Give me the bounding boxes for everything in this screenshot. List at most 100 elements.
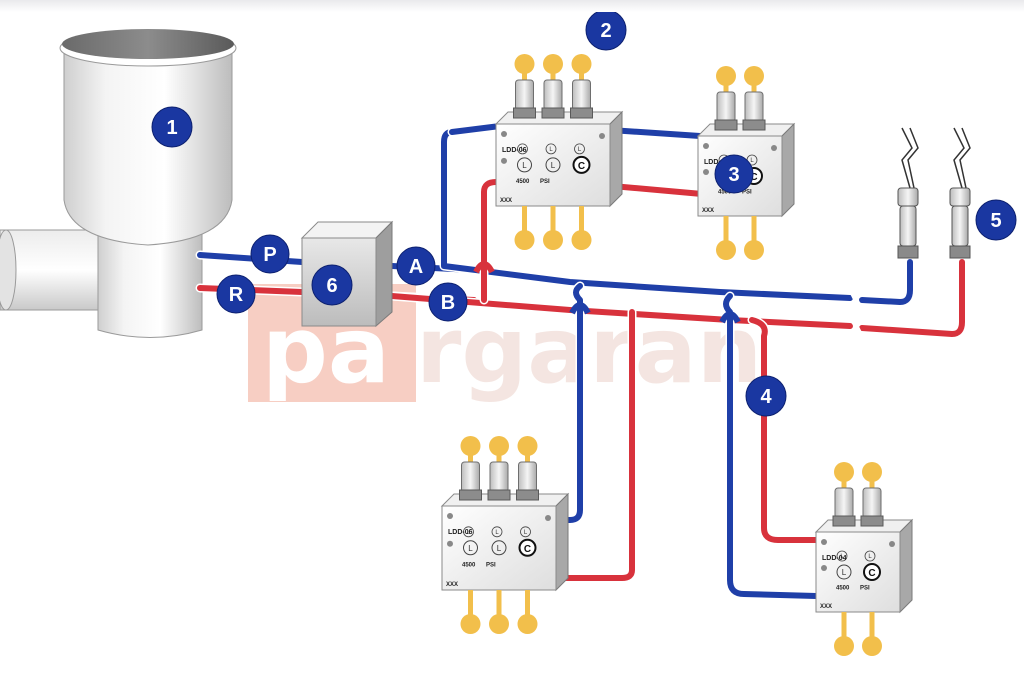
screw bbox=[771, 145, 777, 151]
blue-to-switch-outline bbox=[857, 257, 915, 307]
pin-nut bbox=[513, 107, 536, 119]
callout-pressure-line: P bbox=[250, 234, 290, 274]
indicator-pin bbox=[518, 461, 537, 493]
outlet-cap bbox=[460, 614, 481, 634]
block-face bbox=[697, 135, 783, 217]
dial-small-label: L bbox=[868, 554, 872, 560]
fitting-cap bbox=[460, 436, 481, 456]
pin-nut bbox=[516, 489, 539, 501]
callout-badge bbox=[151, 106, 193, 148]
screw bbox=[501, 157, 507, 164]
end-switch-blue bbox=[897, 127, 919, 259]
pin-nut bbox=[860, 515, 884, 527]
outlet-cap bbox=[716, 240, 736, 260]
switch-wire bbox=[907, 127, 919, 189]
red-top-link bbox=[609, 183, 705, 197]
block-face bbox=[495, 123, 611, 207]
dial-c-label: C bbox=[578, 161, 585, 172]
switch-wire bbox=[901, 127, 913, 189]
dial-small-label: L bbox=[578, 147, 582, 153]
pin-nut bbox=[742, 119, 766, 131]
dial-c bbox=[572, 155, 591, 174]
block-code: XXX bbox=[702, 208, 714, 214]
indicator-pin bbox=[461, 461, 480, 493]
outlet-cap bbox=[489, 614, 509, 634]
screw bbox=[447, 540, 453, 547]
callout-label: P bbox=[263, 244, 276, 266]
dial-small bbox=[520, 526, 531, 538]
red-branch-right bbox=[749, 317, 821, 543]
callout-secondary-block: 3 bbox=[714, 154, 754, 194]
callout-label: R bbox=[229, 284, 244, 306]
screw bbox=[821, 539, 827, 545]
fitting-cap bbox=[517, 436, 538, 456]
callout-output-a: A bbox=[396, 246, 436, 286]
dial-large bbox=[836, 564, 852, 580]
switch-head bbox=[949, 187, 971, 207]
indicator-pin bbox=[489, 461, 509, 493]
screw bbox=[501, 131, 507, 137]
pin-nut bbox=[714, 119, 738, 131]
reservoir bbox=[0, 29, 237, 338]
blue-top-link bbox=[607, 127, 703, 139]
red-riser-top bbox=[481, 179, 499, 303]
switch-body bbox=[899, 205, 917, 247]
outlet-cap bbox=[571, 230, 592, 250]
red-branch-left bbox=[557, 309, 635, 581]
dial-small-label: L bbox=[750, 158, 754, 164]
callout-badge bbox=[975, 199, 1017, 241]
callout-badge bbox=[396, 246, 436, 286]
callout-label: 1 bbox=[166, 117, 177, 139]
block-code: XXX bbox=[500, 198, 512, 204]
indicator-pin bbox=[744, 91, 764, 123]
dial-small-label: L bbox=[549, 147, 553, 153]
callout-label: 4 bbox=[760, 386, 772, 408]
dial-large-label: L bbox=[842, 568, 847, 577]
line-break-mark bbox=[847, 286, 861, 306]
callout-return-line: R bbox=[216, 274, 256, 314]
hydraulic-lines bbox=[195, 121, 967, 601]
blue-branch-left bbox=[553, 283, 583, 523]
dial-large-label: L bbox=[522, 161, 527, 170]
indicator-pin bbox=[834, 487, 854, 519]
dial-large bbox=[463, 540, 478, 556]
screw bbox=[703, 169, 709, 175]
block-model: LDD-04 bbox=[822, 555, 847, 562]
hop-blue-right bbox=[719, 311, 741, 324]
dial-small-label: L bbox=[521, 147, 525, 153]
callout-valve-block: 6 bbox=[311, 264, 353, 306]
dial-c-label: C bbox=[868, 568, 875, 579]
block-side bbox=[555, 492, 569, 592]
end-switch-red bbox=[949, 127, 971, 259]
callout-divider-block: 2 bbox=[585, 9, 627, 51]
screw bbox=[889, 541, 895, 547]
block-side bbox=[781, 122, 795, 218]
dial-small-label: L bbox=[524, 530, 528, 536]
switch-nut bbox=[897, 245, 919, 259]
block-code: XXX bbox=[446, 582, 458, 588]
dial-small bbox=[545, 143, 557, 155]
fitting-cap bbox=[543, 54, 563, 74]
block-pressure: 4500 bbox=[462, 562, 476, 568]
callout-badge bbox=[216, 274, 256, 314]
block-unit: PSI bbox=[540, 179, 550, 185]
block-code: XXX bbox=[820, 604, 832, 610]
dial-c-label: C bbox=[524, 544, 531, 555]
divider-blocks: LLLLLCLDD-064500PSIXXXLLLCLDD-044500PSIX… bbox=[440, 54, 914, 656]
dial-large-label: L bbox=[497, 544, 502, 553]
dial-c bbox=[518, 538, 537, 557]
outlet-cap bbox=[834, 636, 854, 656]
reservoir-base bbox=[97, 224, 203, 338]
indicator-pin bbox=[515, 79, 534, 111]
callout-badge bbox=[311, 264, 353, 306]
callout-badge bbox=[250, 234, 290, 274]
block-pressure: 4500 bbox=[836, 586, 850, 592]
outlet-cap bbox=[517, 614, 538, 634]
screw bbox=[703, 143, 709, 149]
outlet-cap bbox=[744, 240, 764, 260]
